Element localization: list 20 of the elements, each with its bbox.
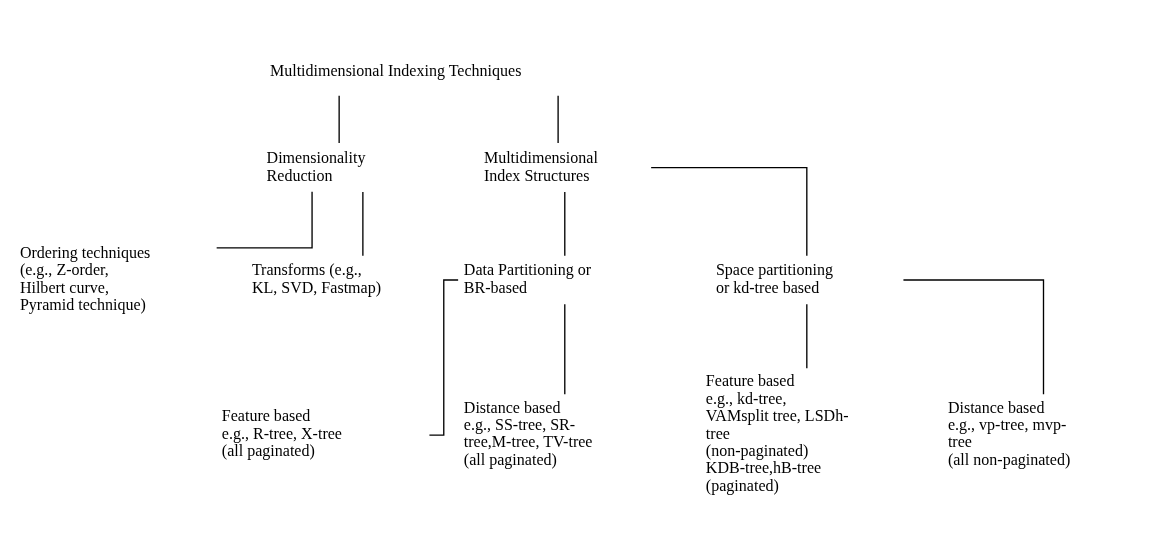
node-text: Distance based e.g., SS-tree, SR-tree,M-tree, TV-tree (all paginated) [463, 398, 593, 468]
node-text: Ordering techniques (e.g., Z-order, Hilbert curve, Pyramid technique) [19, 244, 151, 314]
connector [557, 95, 559, 144]
node-text: Feature based e.g., R-tree, X-tree (all paginated) [221, 407, 342, 459]
connector [362, 191, 364, 257]
connector [806, 303, 808, 369]
node-text: Space partitioning or kd-tree based [715, 261, 833, 296]
connector [564, 303, 566, 395]
node-text: Distance based e.g., vp-tree, mvp-tree (all non-paginated) [947, 398, 1071, 468]
node-text: Dimensionality Reduction [266, 149, 366, 184]
connector [650, 167, 808, 257]
connector [216, 191, 313, 249]
connector [902, 279, 1045, 395]
connector [564, 191, 566, 257]
node-text: Feature based e.g., kd-tree, VAMsplit tree, LSDh-tree (non-paginated) KDB-tree,hB-tree (paginated) [705, 372, 849, 494]
node-text: Data Partitioning or BR-based [463, 261, 592, 296]
connector [338, 95, 340, 144]
node-text: Transforms (e.g., KL, SVD, Fastmap) [251, 261, 382, 296]
node-text: Multidimensional Indexing Techniques [269, 61, 522, 79]
node-text: Multidimensional Index Structures [483, 149, 598, 184]
